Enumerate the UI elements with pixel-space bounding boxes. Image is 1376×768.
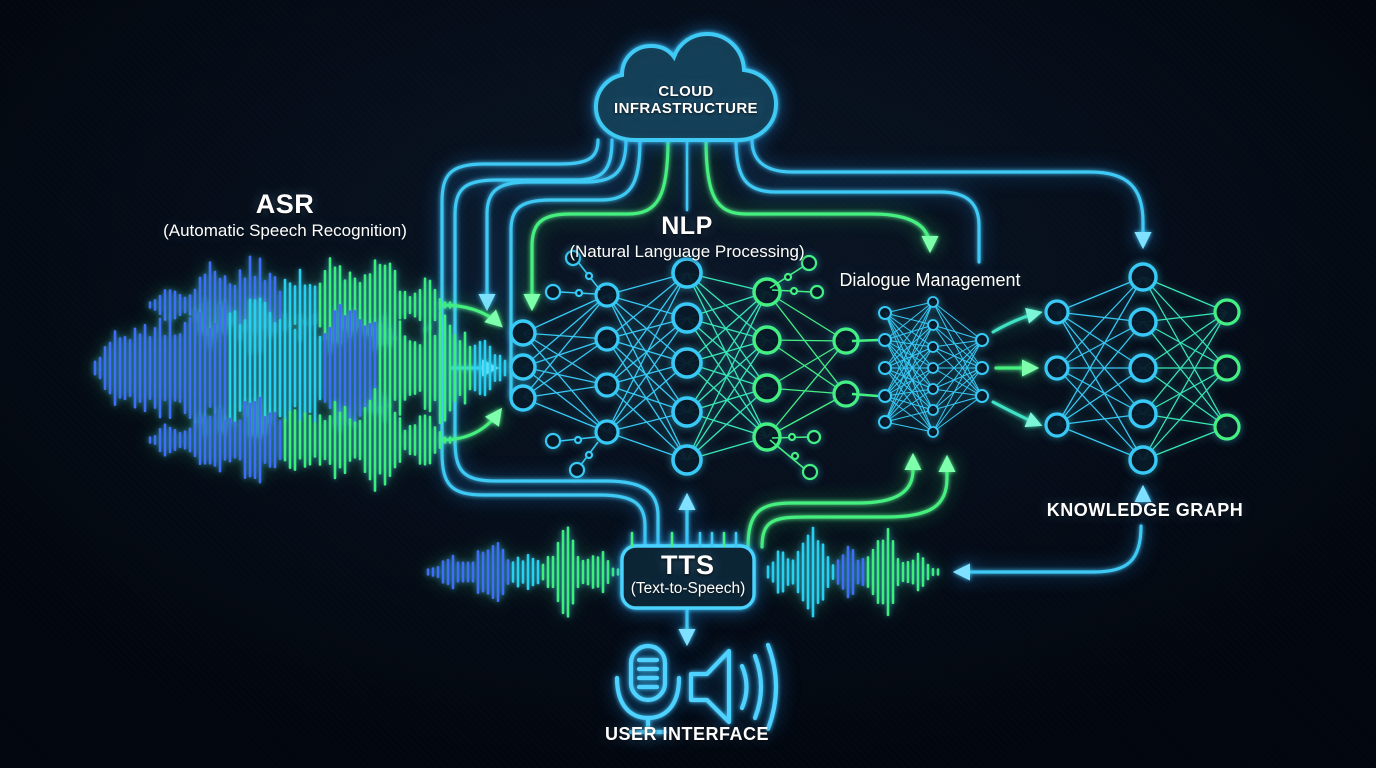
asr-waveform-middle [93,297,507,439]
cloud-to-tts-curve-outer [440,138,647,549]
cloud-label: CLOUD INFRASTRUCTURE [614,83,758,117]
dialogue-to-knowledge-arrows [991,307,1043,428]
asr-label: ASR (Automatic Speech Recognition) [163,189,407,241]
cloud-to-nlp-line [509,138,642,398]
nlp-title: NLP [661,212,713,240]
asr-subtitle: (Automatic Speech Recognition) [163,221,407,240]
wave3-to-nlp-arrow [440,407,503,442]
dialogue-to-knowledge-arrow-top [991,307,1043,334]
tts-label: TTS (Text-to-Speech) [631,552,746,598]
dialogue-to-knowledge-arrow-bottom [991,400,1043,428]
asr-title: ASR [255,189,315,219]
nlp-network [509,249,860,481]
tts-to-dialogue-arrow-2 [760,454,956,549]
asr-waveform-bottom [148,388,452,492]
speaker-icon [688,642,779,732]
wave1-to-nlp-arrow [440,303,503,328]
nlp-label: NLP (Natural Language Processing) [569,212,804,262]
knowledge-graph-label: KNOWLEDGE GRAPH [1046,500,1244,520]
tts-title: TTS [660,550,715,580]
user-interface-label: USER INTERFACE [604,724,770,744]
cloud-label-line2: INFRASTRUCTURE [614,100,758,117]
cloud-to-dialogue-line [734,138,981,264]
knowledge-to-tts-arrow [952,524,1143,581]
flow-lines-green [440,138,1040,549]
microphone-icon [614,643,682,735]
cloud-to-nlp-green-arrow [523,138,670,312]
tts-waveform-right [766,526,940,618]
flow-lines-blue [440,138,1152,647]
nlp-subtitle: (Natural Language Processing) [569,242,805,261]
cloud-to-dialogue-green-arrow [704,138,939,254]
dialogue-network [851,296,989,438]
tts-to-dialogue-arrow-1 [746,452,922,549]
tts-waveform-left [426,526,620,618]
tts-box [620,531,756,610]
cloud-to-nlp-arrow [478,138,628,312]
cloud-icon [593,31,779,142]
dialogue-management-label: Dialogue Management [839,270,1021,290]
cloud-to-knowledge-arrow [750,138,1152,250]
cloud-label-line1: CLOUD [658,83,714,100]
tts-subtitle: (Text-to-Speech) [630,580,746,597]
knowledge-graph-network [1044,262,1241,475]
